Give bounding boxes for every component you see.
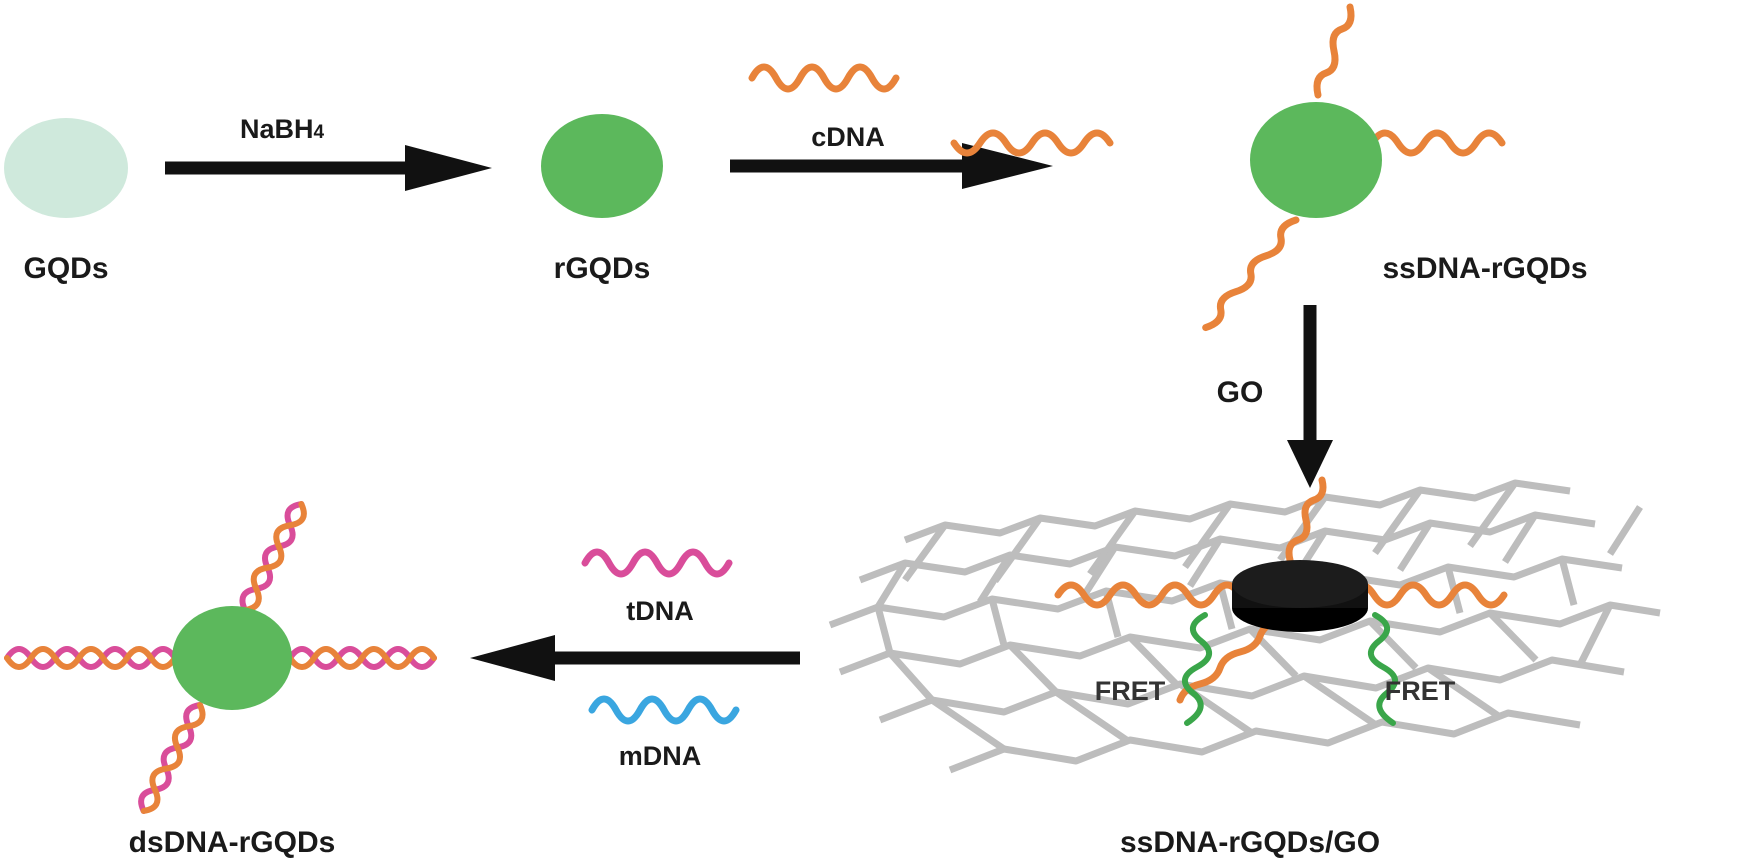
reagent-go: GO — [1217, 376, 1264, 409]
mdna-strand-icon — [588, 695, 740, 725]
dsdna-rgqd-particle — [4, 501, 437, 814]
left-arrow-icon — [470, 635, 800, 681]
ssdna-rgqd-particle — [950, 3, 1506, 332]
label-ssdna-rgqds-go: ssDNA-rGQDs/GO — [1120, 826, 1380, 859]
label-dsdna-rgqds: dsDNA-rGQDs — [129, 826, 336, 859]
right-arrow-icon — [165, 145, 492, 191]
tdna-strand-icon — [581, 548, 733, 578]
fret-arrow-right-icon — [1368, 612, 1398, 726]
label-gqds: GQDs — [23, 252, 108, 285]
graphene-oxide-sheet — [828, 479, 1661, 774]
down-arrow-icon — [1287, 305, 1333, 488]
label-rgqds: rGQDs — [554, 252, 651, 285]
quenched-rgqd-disk — [1232, 560, 1368, 632]
gqd-particle — [4, 118, 128, 218]
reagent-cdna: cDNA — [811, 122, 885, 152]
rgqd-particle — [541, 114, 663, 218]
ssdna-on-go — [1054, 476, 1508, 704]
reagent-mdna: mDNA — [619, 741, 702, 771]
dsdna-rgqd-core — [172, 606, 292, 710]
fret-label-left: FRET — [1095, 676, 1166, 706]
reagent-tdna: tDNA — [626, 596, 694, 626]
fret-label-right: FRET — [1385, 676, 1456, 706]
right-arrow-icon — [730, 143, 1053, 189]
cdna-strand-icon — [748, 63, 900, 93]
reagent-nabh4: NaBH4 — [240, 114, 325, 144]
label-ssdna-rgqds: ssDNA-rGQDs — [1382, 252, 1587, 285]
fret-arrow-left-icon — [1182, 612, 1212, 726]
